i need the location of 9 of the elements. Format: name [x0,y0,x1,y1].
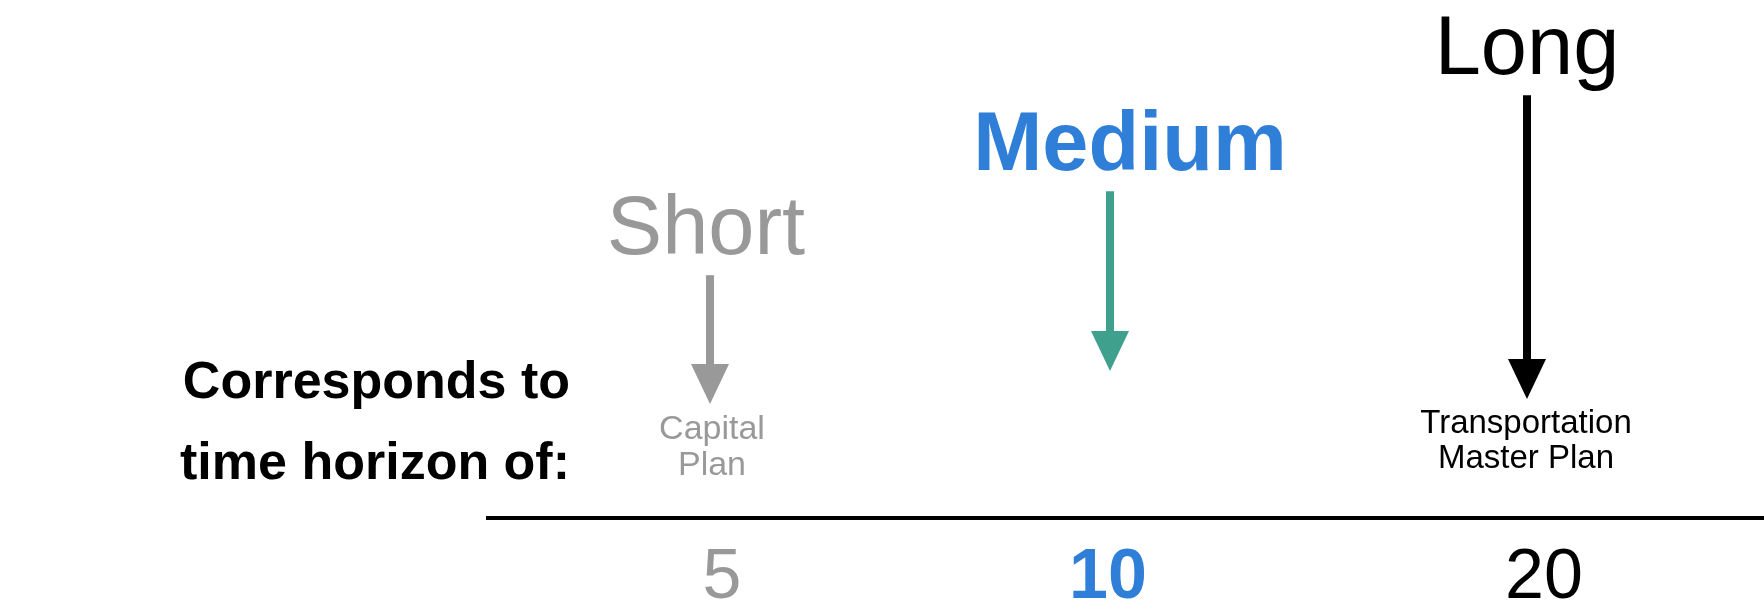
axis-tick-label: 20 [1504,538,1584,612]
axis-tick-label: 10 [1068,538,1148,612]
row-caption: Corresponds to time horizon of: [179,350,570,492]
horizon-heading: Short [576,182,836,270]
plan-label: Capital Plan [642,410,782,482]
axis-tick-label: 5 [701,538,743,612]
plan-label: Transportation Master Plan [1376,405,1676,475]
horizon-heading: Long [1397,2,1657,90]
horizon-heading: Medium [930,98,1330,186]
